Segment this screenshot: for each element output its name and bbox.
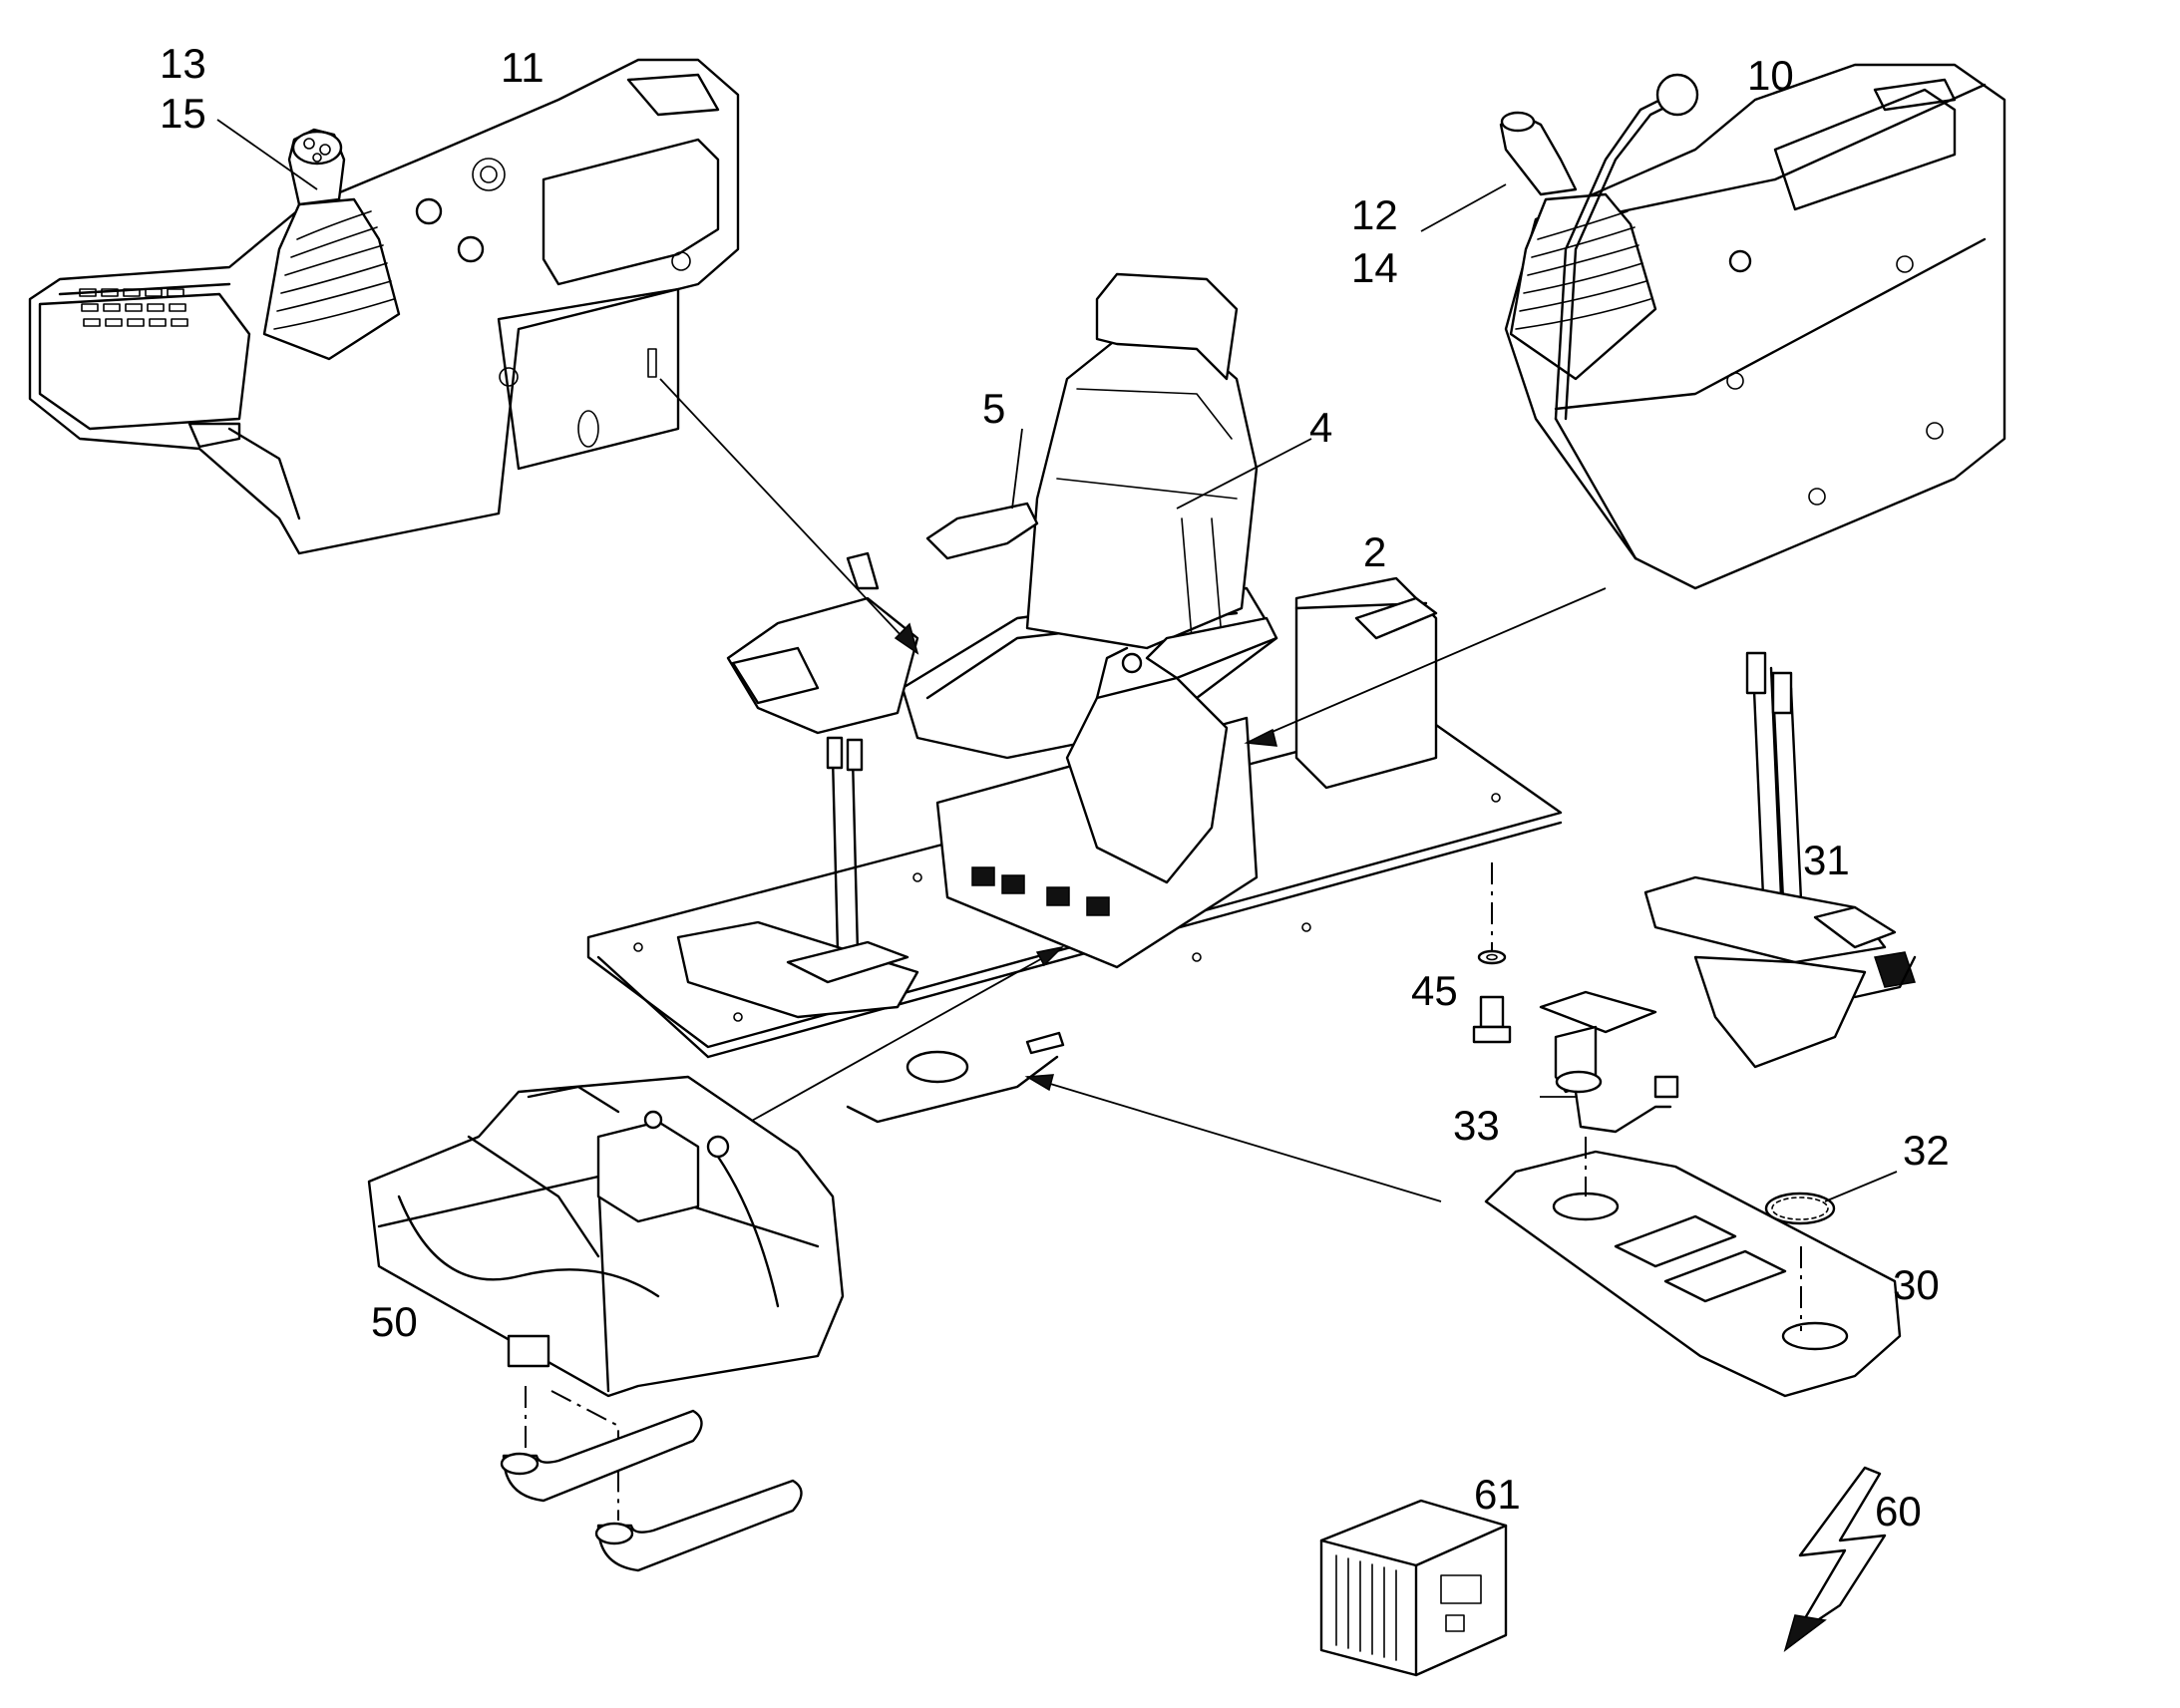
callout-61: 61 — [1474, 1471, 1521, 1518]
callout-10: 10 — [1747, 52, 1794, 99]
heater-unit — [367, 1075, 845, 1572]
callout-labels: 13 15 11 10 12 14 5 4 2 31 45 33 32 30 5… — [160, 40, 1950, 1535]
callout-12: 12 — [1351, 191, 1398, 238]
leader-lines — [216, 119, 1898, 1202]
callout-45: 45 — [1411, 967, 1458, 1014]
right-control-console — [1499, 63, 2006, 590]
callout-50: 50 — [371, 1298, 418, 1345]
pedal-assembly — [1643, 651, 1917, 1069]
callout-5: 5 — [982, 385, 1005, 432]
callout-13: 13 — [160, 40, 206, 87]
small-pedal — [1539, 990, 1679, 1134]
right-joystick — [1499, 111, 1657, 381]
callout-32: 32 — [1903, 1127, 1950, 1174]
callout-4: 4 — [1309, 404, 1332, 451]
callout-2: 2 — [1363, 528, 1386, 575]
assembly-arrows — [659, 378, 1607, 1202]
left-joystick — [262, 128, 401, 361]
control-unit — [1319, 1499, 1508, 1677]
left-control-console — [28, 58, 740, 555]
bolt — [1472, 862, 1512, 1044]
callout-11: 11 — [501, 44, 545, 91]
callout-14: 14 — [1351, 244, 1398, 291]
seat-assembly — [586, 272, 1563, 1124]
cover-plate — [1484, 1137, 1902, 1398]
callout-60: 60 — [1875, 1488, 1922, 1535]
cover-cap — [1764, 1192, 1836, 1225]
callout-15: 15 — [160, 90, 206, 137]
callout-30: 30 — [1893, 1261, 1940, 1308]
callout-31: 31 — [1803, 837, 1850, 883]
electrical-symbol — [1783, 1466, 1887, 1652]
callout-33: 33 — [1453, 1102, 1500, 1149]
